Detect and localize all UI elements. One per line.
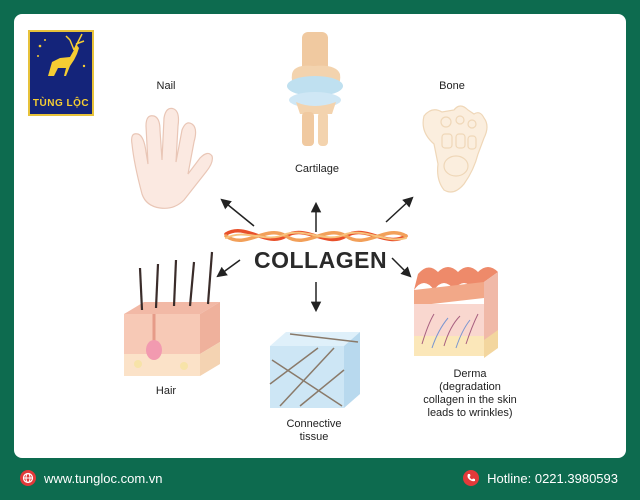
label-nail: Nail xyxy=(156,80,176,92)
globe-icon xyxy=(20,470,36,486)
hotline-text[interactable]: Hotline: 0221.3980593 xyxy=(487,470,618,486)
arrows xyxy=(216,196,414,313)
label-bone: Bone xyxy=(439,80,465,92)
foot-bone-illustration xyxy=(422,105,488,193)
collagen-illustration xyxy=(124,32,498,408)
connective-tissue-illustration xyxy=(269,332,360,408)
label-hair: Hair xyxy=(155,385,177,397)
hand-illustration xyxy=(131,107,213,209)
arrow-to-hair xyxy=(216,259,241,278)
phone-icon xyxy=(463,470,480,486)
cartilage-illustration xyxy=(287,32,343,146)
arrow-to-nail xyxy=(220,198,255,227)
collagen-title: COLLAGEN xyxy=(254,247,388,273)
label-connective-tissue: Connective tissue xyxy=(286,418,342,443)
collagen-fiber xyxy=(224,229,408,243)
diagram-card: TÙNG LỘC xyxy=(14,14,626,458)
label-cartilage: Cartilage xyxy=(294,163,340,175)
website-text[interactable]: www.tungloc.com.vn xyxy=(44,470,163,486)
arrow-to-derma xyxy=(391,257,412,278)
hair-skin-illustration xyxy=(124,251,220,376)
hotline-contact[interactable]: Hotline: 0221.3980593 xyxy=(463,470,618,486)
derma-illustration xyxy=(414,267,498,358)
label-derma: Derma (degradation collagen in the skin … xyxy=(423,368,517,419)
deer-icon xyxy=(37,33,86,76)
arrow-to-bone xyxy=(385,196,414,223)
website-contact[interactable]: www.tungloc.com.vn xyxy=(20,470,163,486)
logo-text: TÙNG LỘC xyxy=(32,98,90,109)
footer-bar: www.tungloc.com.vn Hotline: 0221.3980593 xyxy=(0,458,640,500)
tung-loc-logo[interactable]: TÙNG LỘC xyxy=(28,30,94,116)
